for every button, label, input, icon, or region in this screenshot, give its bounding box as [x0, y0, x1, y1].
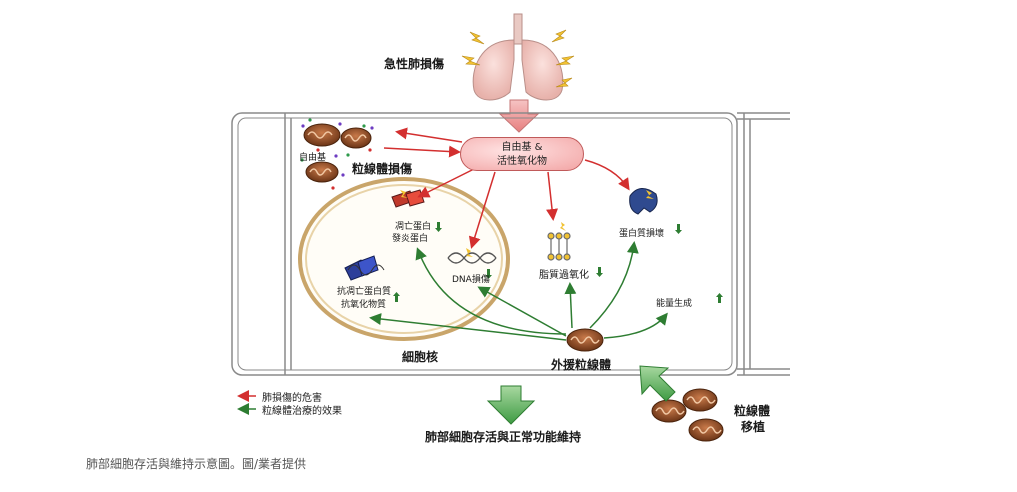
- legend-therapy: 粒線體治療的效果: [262, 402, 342, 417]
- cell-borders: [231, 112, 790, 376]
- nucleus: [298, 177, 510, 341]
- legend-harm-text: 肺損傷的危害: [262, 393, 322, 404]
- anti-apoptotic-label-1: 抗凋亡蛋白質: [337, 287, 392, 297]
- apoptotic-protein-label-2: 發炎蛋白: [392, 234, 429, 244]
- injury-arrow: [498, 99, 540, 133]
- transplant-label-1: 粒線體: [734, 404, 771, 418]
- damaged-mitochondria-icon: [300, 118, 374, 190]
- protein-damage-label: 蛋白質損壞: [619, 229, 665, 239]
- lungs-icon: [472, 13, 564, 101]
- legend-harm: 肺損傷的危害: [262, 389, 322, 404]
- outcome-arrow: [486, 385, 536, 425]
- energy-production-label: 能量生成: [656, 299, 693, 309]
- outcome-label: 肺部細胞存活與正常功能維持: [425, 430, 582, 444]
- therapy-arrows: [369, 241, 668, 341]
- transplant-mitochondria-icon: [651, 388, 724, 442]
- lightning-icons: [461, 29, 575, 88]
- small-down-arrows: [435, 222, 682, 279]
- figure-caption: 肺部細胞存活與維持示意圖。圖/業者提供: [86, 457, 307, 471]
- ros-node: 自由基 & 活性氧化物: [460, 137, 584, 171]
- nucleus-label: 細胞核: [402, 350, 439, 364]
- small-up-arrows: [393, 292, 723, 303]
- damaged-protein-icon: [629, 188, 658, 215]
- legend-therapy-text: 粒線體治療的效果: [262, 406, 342, 417]
- dna-damage-label: DNA損傷: [452, 275, 490, 285]
- ros-line1: 自由基 &: [501, 142, 543, 153]
- exogenous-mitochondria-icon: [566, 328, 604, 352]
- mito-damage-label: 粒線體損傷: [352, 162, 413, 176]
- exogenous-mito-label: 外援粒線體: [551, 358, 612, 372]
- anti-apoptotic-label-2: 抗氧化物質: [341, 300, 387, 310]
- acute-lung-injury-title: 急性肺損傷: [384, 57, 445, 71]
- apoptotic-protein-label-1: 凋亡蛋白: [395, 222, 432, 232]
- dna-icon: [447, 248, 497, 264]
- lipid-peroxidation-label: 脂質過氧化: [539, 270, 589, 281]
- transplant-label-2: 移植: [741, 420, 766, 434]
- lipid-icon: [547, 222, 571, 261]
- anti-apoptotic-protein-icon: [344, 255, 385, 281]
- ros-line2: 活性氧化物: [497, 156, 547, 167]
- transplant-arrow: [639, 365, 676, 402]
- free-radical-label: 自由基: [299, 153, 327, 163]
